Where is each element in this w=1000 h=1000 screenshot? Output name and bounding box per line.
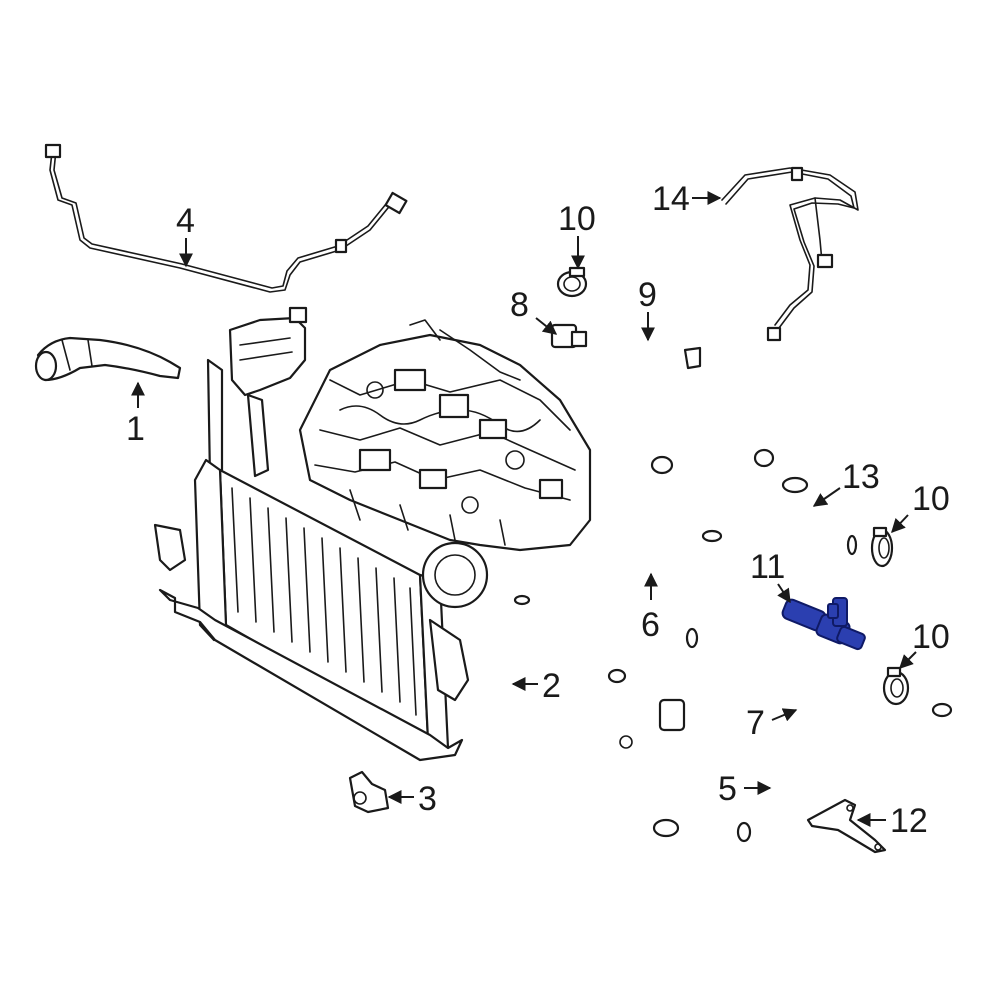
- part-11-connector-highlighted[interactable]: [781, 597, 866, 651]
- callout-9: 9: [638, 276, 657, 314]
- callout-10-right: 10: [912, 480, 950, 518]
- callouts: 1 4 3 2 10 8 9 14 13 10 11 6: [126, 180, 950, 840]
- part-3-bracket[interactable]: [348, 770, 390, 814]
- part-13-hose[interactable]: [781, 476, 858, 567]
- part-8-hose[interactable]: [550, 323, 674, 475]
- callout-10-lower: 10: [912, 618, 950, 656]
- part-4-wire-harness[interactable]: [44, 143, 408, 293]
- part-10-clamp-top[interactable]: [556, 266, 588, 298]
- callout-13: 13: [842, 458, 880, 496]
- callout-4: 4: [176, 202, 195, 240]
- part-12-bracket[interactable]: [806, 798, 887, 854]
- callout-14: 14: [652, 180, 690, 218]
- part-2-hose-assembly[interactable]: [500, 593, 686, 838]
- callout-11: 11: [750, 548, 785, 586]
- part-7-hose[interactable]: [685, 627, 875, 717]
- part-10-clamp-right[interactable]: [870, 526, 894, 568]
- part-6-hose[interactable]: [605, 529, 732, 597]
- callout-12: 12: [890, 802, 928, 840]
- callout-2: 2: [542, 667, 561, 705]
- callout-5: 5: [718, 770, 737, 808]
- callout-8: 8: [510, 286, 529, 324]
- callout-1: 1: [126, 410, 145, 448]
- part-5-hose[interactable]: [736, 702, 955, 843]
- callout-6: 6: [641, 606, 660, 644]
- part-10-clamp-lower[interactable]: [882, 666, 910, 706]
- callout-10-top: 10: [558, 200, 596, 238]
- part-1-air-duct[interactable]: [34, 336, 182, 382]
- part-9-hose[interactable]: [595, 300, 775, 468]
- engine-radiator-assembly: [153, 306, 592, 762]
- callout-7: 7: [746, 704, 765, 742]
- callout-3: 3: [418, 780, 437, 818]
- part-14-wire-harness[interactable]: [721, 166, 859, 342]
